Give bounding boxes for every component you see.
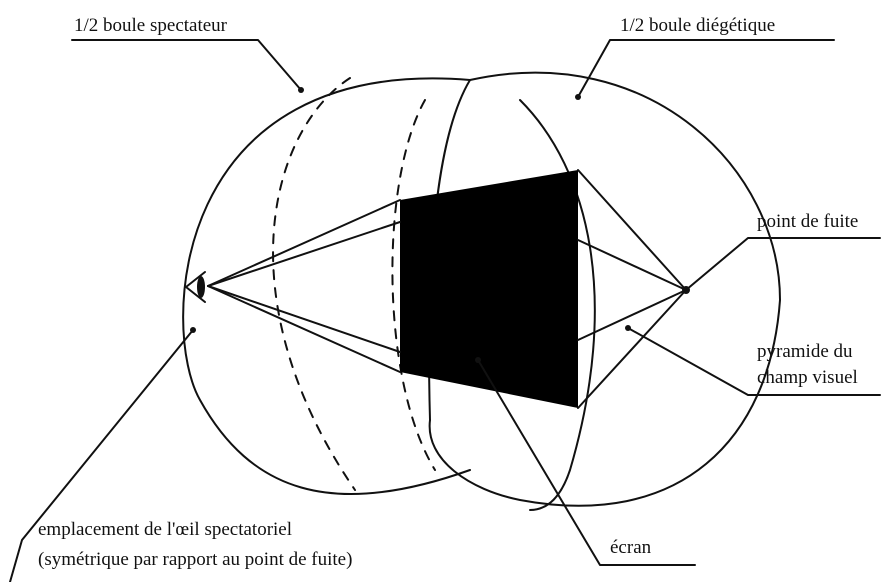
leader-diegetic-half bbox=[577, 39, 835, 98]
spectator-pyramid-lines bbox=[207, 199, 401, 373]
screen-label: écran bbox=[610, 537, 652, 558]
spectator-sphere-inner-meridian-dashed bbox=[391, 99, 436, 471]
leader-visual-pyramid bbox=[627, 327, 881, 396]
spectator-sphere-meridian-dashed bbox=[272, 77, 356, 491]
diegetic-sphere-outline bbox=[428, 71, 781, 507]
leader-vanishing-point bbox=[685, 237, 881, 291]
vanishing-point-label: point de fuite bbox=[757, 211, 859, 232]
diegetic-half-label: 1/2 boule diégétique bbox=[620, 15, 776, 36]
visual-pyramid-label-line2: champ visuel bbox=[757, 367, 858, 388]
diegetic-sphere-meridian bbox=[519, 99, 596, 511]
leader-screen bbox=[477, 359, 696, 566]
leader-spectator-half bbox=[71, 39, 302, 91]
visual-pyramid-label-line1: pyramide du bbox=[757, 341, 853, 362]
screen-plane bbox=[400, 170, 578, 408]
eye-icon bbox=[185, 271, 206, 303]
eye-location-label-line1: emplacement de l'œil spectatoriel bbox=[38, 519, 293, 540]
leader-lines bbox=[9, 39, 881, 582]
diegetic-pyramid-lines bbox=[577, 169, 687, 409]
spectator-half-sphere bbox=[182, 77, 471, 496]
spectator-sphere-outline bbox=[182, 77, 471, 496]
spectator-half-label: 1/2 boule spectateur bbox=[74, 15, 228, 36]
eye-location-label-line2: (symétrique par rapport au point de fuit… bbox=[38, 549, 353, 570]
leader-eye-location bbox=[9, 329, 194, 582]
